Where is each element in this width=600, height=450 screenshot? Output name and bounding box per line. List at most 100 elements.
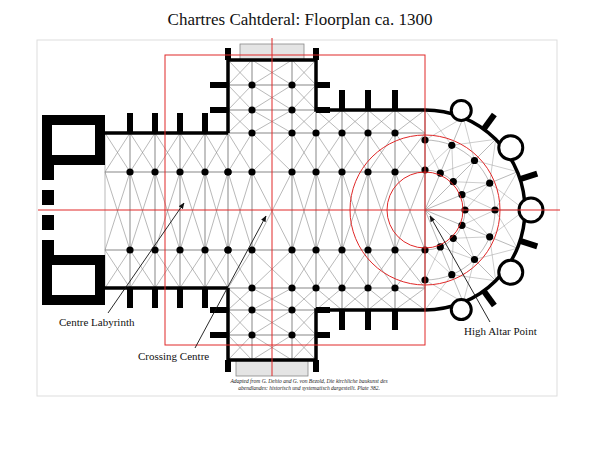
pier — [224, 168, 231, 175]
chevet-rib — [425, 210, 517, 248]
chevet-rib — [465, 183, 490, 210]
buttress — [225, 48, 231, 60]
buttress — [202, 288, 208, 308]
chevet-rib — [425, 172, 517, 210]
pier — [391, 246, 398, 253]
axis-line — [272, 38, 273, 376]
west-facade — [52, 265, 95, 295]
vault-bay — [292, 60, 316, 85]
vault-bay — [228, 110, 252, 133]
pier — [338, 246, 345, 253]
pier — [248, 284, 255, 291]
vault-bay — [395, 288, 425, 310]
vault-bay — [228, 60, 252, 85]
circle-outline — [350, 135, 500, 285]
pier — [391, 168, 398, 175]
vault-bay — [205, 172, 228, 250]
pier — [201, 246, 208, 253]
pier — [364, 129, 371, 136]
buttress — [127, 288, 133, 308]
buttress — [520, 174, 537, 180]
vault-bay — [316, 250, 342, 288]
vault-bay — [228, 172, 252, 250]
vault-bay — [342, 250, 368, 288]
pier — [224, 246, 231, 253]
vault-bay — [180, 133, 205, 172]
radiating-chapel — [499, 136, 523, 160]
buttress — [177, 288, 183, 308]
vault-bay — [316, 288, 342, 310]
chevet-rib — [425, 210, 463, 302]
pier — [312, 246, 319, 253]
vault-bay — [228, 335, 252, 360]
pier — [391, 129, 398, 136]
chevet-rib — [440, 247, 474, 260]
wall — [105, 131, 228, 135]
chevet-rib — [453, 182, 489, 183]
vault-bay — [130, 250, 155, 288]
buttress — [313, 48, 319, 60]
pier — [288, 284, 295, 291]
pier — [364, 246, 371, 253]
buttress — [210, 307, 228, 313]
vault-bay — [368, 133, 395, 172]
west-facade — [42, 115, 105, 165]
pier — [176, 168, 183, 175]
pier — [338, 284, 345, 291]
chevet-rib — [425, 118, 463, 210]
leader-arrow — [430, 216, 490, 322]
vault-bay — [316, 110, 342, 133]
source-caption: Adapted from G. Dehio and G. von Bezold,… — [224, 378, 394, 392]
vault-bay — [155, 133, 180, 172]
pier — [248, 168, 255, 175]
vault-bay — [292, 310, 316, 335]
pier — [288, 168, 295, 175]
vault-bay — [395, 133, 425, 172]
buttress — [484, 115, 495, 130]
pier — [471, 157, 478, 164]
vault-bay — [292, 110, 316, 133]
leader-arrow — [195, 216, 266, 348]
vault-bay — [395, 250, 425, 288]
radiating-chapel — [451, 300, 471, 320]
buttress — [316, 82, 330, 88]
vault-bay — [292, 335, 316, 360]
pier — [176, 246, 183, 253]
buttress — [392, 90, 398, 110]
vault-bay — [342, 110, 368, 133]
vault-bay — [228, 85, 252, 110]
callout-label: Centre Labyrinth — [58, 316, 135, 328]
vault-bay — [228, 310, 252, 335]
circle-outline — [387, 172, 463, 248]
pier — [312, 168, 319, 175]
buttress — [202, 113, 208, 133]
vault-bay — [205, 133, 228, 172]
square-outline — [165, 55, 425, 345]
pier — [471, 256, 478, 263]
buttress — [210, 82, 228, 88]
chevet-rib — [462, 225, 475, 259]
pier — [126, 246, 133, 253]
pier — [248, 331, 255, 338]
vault-bay — [368, 288, 395, 310]
pier — [364, 168, 371, 175]
pier — [448, 142, 455, 149]
buttress — [339, 90, 345, 110]
pier — [151, 246, 158, 253]
axis-line — [38, 210, 560, 211]
pier — [448, 271, 455, 278]
buttress — [177, 113, 183, 133]
vault-bay — [105, 250, 130, 288]
pier — [486, 180, 493, 187]
wall — [105, 286, 228, 290]
buttress — [127, 113, 133, 133]
geometry-overlay — [38, 38, 560, 376]
vault-bay — [316, 172, 342, 250]
pier — [288, 106, 295, 113]
chevet-rib — [495, 172, 517, 210]
pier — [248, 306, 255, 313]
buttress — [210, 107, 228, 113]
vault-bay — [292, 288, 316, 310]
pier — [126, 168, 133, 175]
